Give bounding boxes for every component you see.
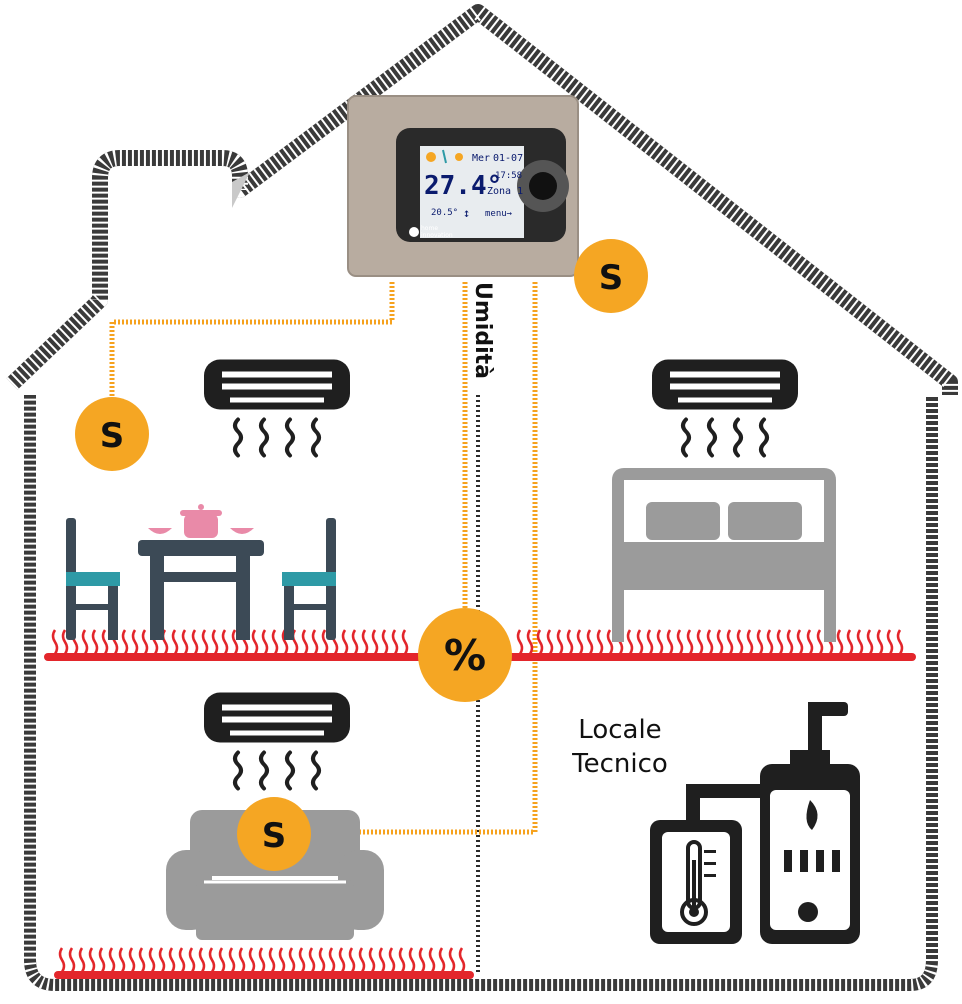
temperature-sensor-living[interactable]: S (237, 797, 311, 871)
thermostat-time: 17:58 (495, 171, 522, 181)
thermostat-device[interactable]: Mer 01-07 27.4° 17:58 Zona 1 20.5° ↕ men… (347, 95, 579, 277)
leaf-icon (442, 149, 447, 164)
thermostat-setpoint: 20.5° (431, 208, 458, 218)
thermostat-day: Mer (472, 153, 490, 164)
thermostat-knob[interactable] (529, 172, 557, 200)
bed-icon (612, 468, 836, 642)
sensor-wires (109, 282, 538, 835)
brand-line2: innovation (421, 232, 453, 239)
updown-arrows-icon[interactable]: ↕ (463, 206, 470, 220)
temperature-sensor-dining[interactable]: S (75, 397, 149, 471)
air-conditioner-dining (204, 360, 350, 456)
brand-line1: home (421, 225, 438, 232)
dining-table-icon (66, 504, 336, 640)
pot-icon (148, 504, 254, 538)
sun-icon (426, 152, 436, 162)
technical-room-label-line1: Locale (578, 715, 661, 745)
temperature-sensor-thermostat[interactable]: S (574, 239, 648, 313)
water-heater-thermometer-icon (650, 820, 742, 944)
thermostat-zone: Zona 1 (487, 186, 523, 197)
thermostat-menu[interactable]: menu→ (485, 209, 513, 219)
gear-icon (455, 153, 463, 161)
sensor-symbol: S (599, 258, 624, 298)
humidity-symbol: % (444, 631, 486, 680)
air-conditioner-bedroom (652, 360, 798, 456)
boiler-icon (686, 702, 860, 944)
heating-floor-lower (54, 947, 474, 979)
air-conditioner-living (204, 693, 350, 789)
humidity-sensor[interactable]: % (418, 608, 512, 702)
humidity-label: Umidità (470, 282, 495, 379)
thermostat-screen (420, 146, 524, 238)
thermostat-date: 01-07 (493, 153, 523, 164)
brand-logo-icon (409, 227, 419, 237)
sensor-symbol: S (100, 416, 125, 456)
technical-room-label-line2: Tecnico (571, 749, 668, 779)
thermostat-temperature: 27.4° (424, 171, 502, 201)
house-outline (6, 4, 958, 991)
sensor-symbol: S (262, 816, 287, 856)
